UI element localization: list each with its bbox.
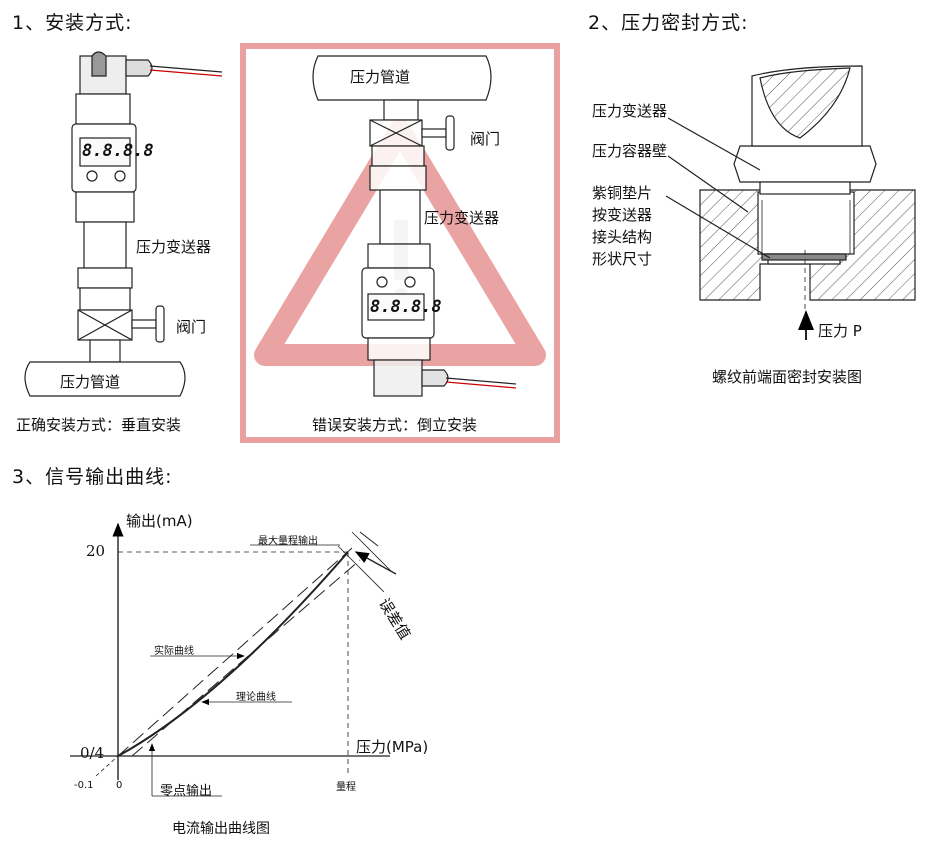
correct-transmitter-label: 压力变送器 [136,238,212,256]
y-axis-label: 输出(mA) [126,512,193,530]
actual-curve-label: 实际曲线 [154,646,194,657]
x-tick-range: 量程 [336,782,356,793]
wrong-display-value: 8.8.8.8 [370,297,442,317]
seal-gasket-line-1: 紫铜垫片 [592,184,653,202]
correct-pipe-label: 压力管道 [60,373,121,391]
seal-pressure-label: 压力 P [818,322,862,340]
section-title-seal: 2、压力密封方式: [588,12,749,34]
correct-display-value: 8.8.8.8 [82,141,154,161]
output-curve-chart [70,522,397,797]
correct-valve-label: 阀门 [176,318,207,336]
x-axis-label: 压力(MPa) [356,738,429,756]
wrong-transmitter-label: 压力变送器 [424,209,500,227]
theory-curve-label: 理论曲线 [236,692,276,703]
seal-gasket-line-3: 接头结构 [592,228,653,246]
seal-gasket-label: 紫铜垫片 按变送器 接头结构 形状尺寸 [592,182,652,270]
correct-caption: 正确安装方式：垂直安装 [16,416,182,434]
section-title-install: 1、安装方式: [12,12,133,34]
seal-diagram [665,65,916,340]
correct-install-diagram [24,51,223,397]
wrong-valve-label: 阀门 [470,130,501,148]
seal-gasket-line-4: 形状尺寸 [592,250,653,268]
y-tick-bottom: 0/4 [80,744,105,762]
x-tick-neg: -0.1 [74,780,94,791]
wrong-caption: 错误安装方式：倒立安装 [312,416,478,434]
seal-wall-label: 压力容器壁 [592,142,668,160]
y-tick-top: 20 [86,542,106,560]
wrong-install-diagram [240,43,560,443]
x-tick-zero: 0 [116,780,123,791]
curve-caption: 电流输出曲线图 [172,821,270,837]
max-output-label: 最大量程输出 [258,536,318,547]
seal-gasket-line-2: 按变送器 [592,206,653,224]
wrong-pipe-label: 压力管道 [350,68,411,86]
section-title-curve: 3、信号输出曲线: [12,466,173,488]
seal-caption: 螺纹前端面密封安装图 [712,368,863,386]
seal-transmitter-label: 压力变送器 [592,102,668,120]
zero-output-label: 零点输出 [160,784,213,799]
